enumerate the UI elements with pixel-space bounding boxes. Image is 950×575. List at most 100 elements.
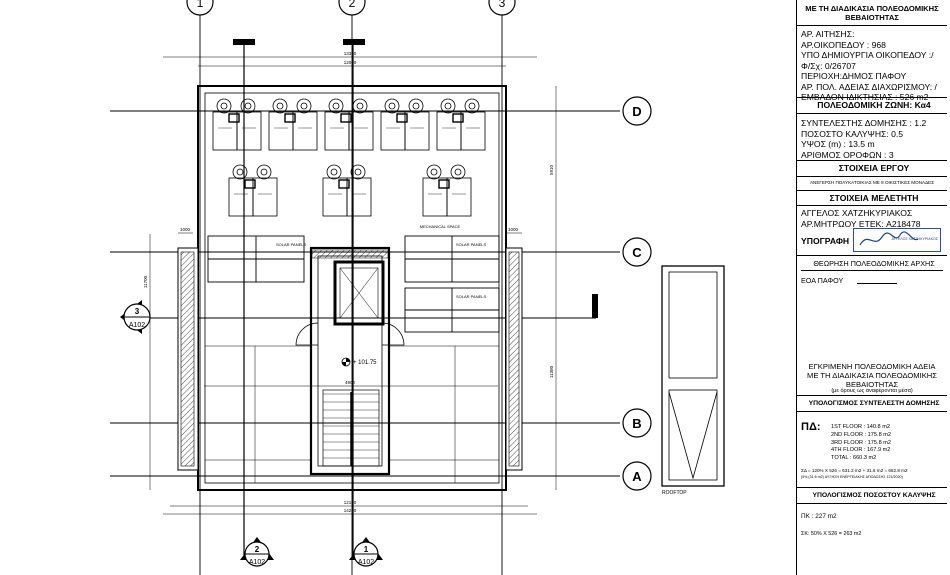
svg-text:12000: 12000 — [344, 60, 357, 65]
tb-header: ΜΕ ΤΗ ΔΙΑΔΙΚΑΣΙΑ ΠΟΛΕΟΔΟΜΙΚΗΣ ΒΕΒΑΙΟΤΗΤΑ… — [797, 0, 947, 26]
pk-line: ΠΚ : 227 m2 — [801, 513, 837, 520]
grid-bubble-B: B — [622, 408, 652, 438]
tb-project-desc: ΑΝΕΓΕΡΣΗ ΠΟΛΥΚΑΤΟΙΚΙΑΣ ΜΕ 8 ΟΙΚΙΣΤΙΚΕΣ Μ… — [797, 177, 947, 191]
solar-panels-left: SOLAR PANELS — [207, 235, 306, 283]
stamp-text: ΑΓΓΕΛΟΣ ΧΑΤΖΗΚΥΡΙΑΚΟΣ — [891, 237, 939, 241]
svg-text:A102: A102 — [249, 559, 265, 566]
tb-application-info: ΑΡ. ΑΙΤΗΣΗΣ: ΑΡ.ΟΙΚΟΠΕΔΟΥ : 968 ΥΠΟ ΔΗΜΙ… — [797, 26, 947, 102]
svg-text:2: 2 — [255, 545, 260, 554]
tb-app-line: ΠΕΡΙΟΧΗ:ΔΗΜΟΣ ΠΑΦΟΥ — [801, 71, 907, 81]
rooftop-label: ROOFTOP — [662, 490, 687, 496]
tb-zone-line: ΥΨΟΣ (m) : 13.5 m — [801, 139, 875, 149]
grid-bubble-2: 2 — [338, 0, 366, 16]
solar-panels-right: SOLAR PANELS SOLAR PANELS — [404, 235, 500, 333]
stair-core — [309, 246, 391, 476]
authority: ΕΟΑ ΠΑΦΟΥ — [801, 275, 844, 285]
svg-text:3: 3 — [135, 307, 140, 316]
svg-text:5910: 5910 — [549, 164, 554, 175]
sd-formula: ΣΔ = 120% X 526 = 631.2 m2 + 31.6 m2 = 6… — [801, 468, 908, 473]
tb-header-line: ΜΕ ΤΗ ΔΙΑΔΙΚΑΣΙΑ ΠΟΛΕΟΔΟΜΙΚΗΣ — [805, 4, 939, 13]
grid-bubble-A: A — [622, 461, 652, 491]
tb-zone-line: ΑΡΙΘΜΟΣ ΟΡΟΦΩΝ : 3 — [801, 149, 894, 160]
svg-text:A: A — [632, 469, 642, 484]
approved-line: ΕΓΚΡΙΜΕΝΗ ΠΟΛΕΟΔΟΜΙΚΗ ΑΔΕΙΑ — [808, 362, 936, 371]
mechanical-space-label: MECHANICAL SPACE — [420, 224, 461, 229]
svg-text:11700: 11700 — [143, 275, 148, 288]
svg-text:14200: 14200 — [344, 508, 357, 513]
designer-reg: ΑΡ.ΜΗΤΡΩΟΥ ΕΤΕΚ: A218478 — [801, 218, 921, 229]
tb-app-line: ΑΡ.ΟΙΚΟΠΕΔΟΥ : 968 — [801, 39, 886, 50]
tb-calc-title: ΥΠΟΛΟΓΙΣΜΟΣ ΣΥΝΤΕΛΕΣΤΗ ΔΟΜΗΣΗΣ — [797, 396, 947, 412]
section-marker-1: 1 A102 — [349, 537, 383, 567]
ac-unit — [324, 98, 374, 151]
svg-text:A102: A102 — [129, 322, 145, 329]
section-cut-left-bar — [233, 39, 255, 560]
svg-text:12100: 12100 — [344, 500, 357, 505]
ac-units — [212, 98, 486, 217]
svg-text:B: B — [632, 416, 641, 431]
svg-text:+ 101.75: + 101.75 — [353, 360, 377, 366]
designer-name: ΑΓΓΕΛΟΣ ΧΑΤΖΗΚΥΡΙΑΚΟΣ — [801, 208, 913, 218]
ac-unit — [212, 98, 262, 151]
floor-line: 1ST FLOOR : 140.8 m2 — [831, 424, 890, 430]
grid-bubble-D: D — [622, 96, 652, 126]
grid-bubble-C: C — [622, 237, 652, 267]
approved-line: ΒΕΒΑΙΟΤΗΤΑΣ — [845, 380, 899, 389]
tb-app-line: Φ/Σχ: 0/26707 — [801, 60, 856, 71]
tb-app-line: ΑΡ. ΠΟΛ. ΑΔΕΙΑΣ ΔΙΑΧΩΡΙΣΜΟΥ: / — [801, 81, 937, 92]
ac-unit — [422, 164, 472, 217]
parapet-hatch — [180, 249, 520, 467]
section-cut-horizontal-bar — [592, 294, 598, 318]
svg-text:C: C — [632, 245, 642, 260]
svg-text:11380: 11380 — [549, 365, 554, 378]
svg-text:3: 3 — [499, 0, 506, 10]
sk-line: ΣΚ: 50% X 526 = 263 m2 — [801, 530, 862, 537]
ac-unit — [228, 164, 278, 217]
tb-zone-title: ΠΟΛΕΟΔΟΜΙΚΗ ΖΩΝΗ: Κα4 — [797, 98, 947, 114]
rooftop-detail — [661, 265, 725, 487]
ac-unit — [268, 98, 318, 151]
dimension-texts: 13300 12000 14200 12100 4900 5910 11380 … — [143, 51, 554, 513]
floor-line: 4TH FLOOR : 167.9 m2 — [831, 447, 891, 454]
signature-stamp: ΑΓΓΕΛΟΣ ΧΑΤΖΗΚΥΡΙΑΚΟΣ — [853, 228, 941, 252]
tb-zone-line: ΠΟΣΟΣΤΟ ΚΑΛΥΨΗΣ: 0.5 — [801, 128, 904, 139]
approved-line: ΜΕ ΤΗ ΔΙΑΔΙΚΑΣΙΑ ΠΟΛΕΟΔΟΜΙΚΗΣ — [807, 371, 937, 380]
tb-app-line: ΥΠΟ ΔΗΜΙΟΥΡΓΙΑ ΟΙΚΟΠΕΔΟΥ :/ — [801, 50, 934, 60]
tb-designer-title: ΣΤΟΙΧΕΙΑ ΜΕΛΕΤΗΤΗ — [797, 191, 947, 206]
tb-coverage-title: ΥΠΟΛΟΓΙΣΜΟΣ ΠΟΣΟΣΤΟΥ ΚΑΛΥΨΗΣ — [797, 488, 947, 504]
ac-unit — [436, 98, 486, 151]
pd-label: ΠΔ: — [801, 421, 821, 433]
signature-scribble — [859, 231, 919, 246]
svg-text:13300: 13300 — [344, 51, 357, 56]
tb-zone-line: ΣΥΝΤΕΛΕΣΤΗΣ ΔΟΜΗΣΗΣ : 1.2 — [801, 118, 927, 128]
grid-bubble-3: 3 — [488, 0, 516, 16]
solar-panel-label: SOLAR PANELS — [276, 242, 306, 247]
svg-text:2: 2 — [349, 0, 356, 10]
ac-unit — [322, 164, 372, 217]
stair-treads — [323, 393, 379, 459]
tb-header-line: ΒΕΒΑΙΟΤΗΤΑΣ — [845, 13, 899, 22]
svg-text:A102: A102 — [358, 559, 374, 566]
roof-slope-lines — [205, 345, 499, 483]
title-block: ΜΕ ΤΗ ΔΙΑΔΙΚΑΣΙΑ ΠΟΛΕΟΔΟΜΙΚΗΣ ΒΕΒΑΙΟΤΗΤΑ… — [796, 0, 947, 575]
approved-note: (με όρους ως αναφέρονται μέσα) — [831, 388, 913, 394]
tb-app-line: ΕΜΒΑΔΟΝ ΙΔΙΚΤΗΣΙΑΣ : 526 m2 — [801, 92, 929, 102]
tb-designer-info: ΑΓΓΕΛΟΣ ΧΑΤΖΗΚΥΡΙΑΚΟΣ ΑΡ.ΜΗΤΡΩΟΥ ΕΤΕΚ: A… — [797, 206, 947, 256]
floor-line: 2ND FLOOR : 175.8 m2 — [831, 431, 891, 438]
svg-text:1: 1 — [364, 545, 369, 554]
floor-line: 3RD FLOOR : 175.8 m2 — [831, 439, 891, 446]
ac-unit — [380, 98, 430, 151]
solar-panel-label: SOLAR PANELS — [456, 294, 486, 299]
tb-calc-body: ΠΔ: 1ST FLOOR : 140.8 m2 2ND FLOOR : 175… — [797, 412, 947, 488]
tb-zone-details: ΣΥΝΤΕΛΕΣΤΗΣ ΔΟΜΗΣΗΣ : 1.2 ΠΟΣΟΣΤΟ ΚΑΛΥΨΗ… — [797, 114, 947, 161]
svg-text:1000: 1000 — [508, 227, 519, 232]
section-marker-3: 3 A102 — [120, 300, 151, 334]
level-mark: + 101.75 — [341, 357, 377, 367]
svg-text:1: 1 — [197, 0, 204, 10]
tb-project-title: ΣΤΟΙΧΕΙΑ ΕΡΓΟΥ — [797, 161, 947, 177]
section-marker-2: 2 A102 — [240, 537, 274, 567]
svg-text:4900: 4900 — [345, 380, 356, 385]
roof-doors — [295, 322, 405, 346]
grid-bubble-1: 1 — [186, 0, 214, 16]
